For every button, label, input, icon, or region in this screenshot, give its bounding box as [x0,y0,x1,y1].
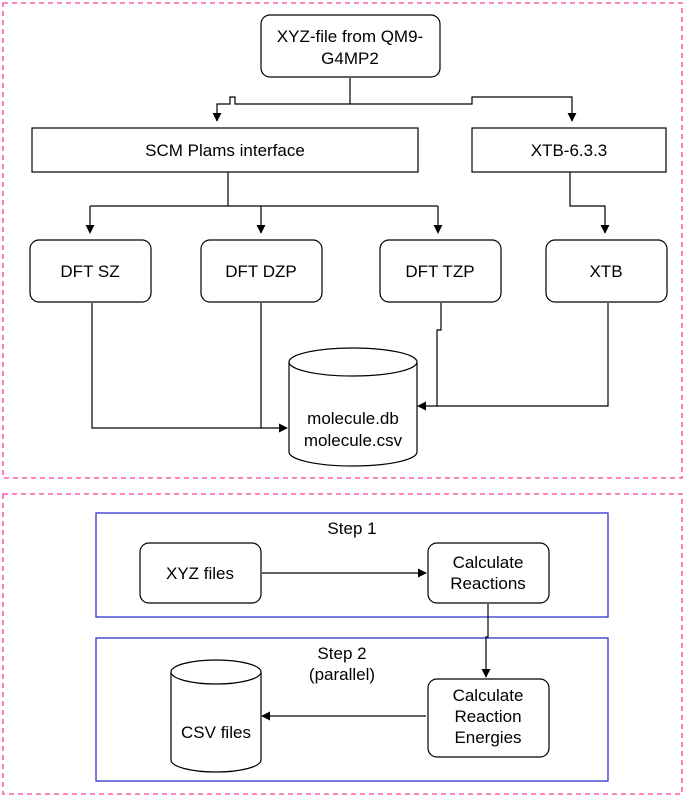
xtb-label: XTB [589,262,622,281]
calc-reactions-node: Calculate Reactions [427,542,550,604]
step2-container: Step 2 (parallel) [95,637,609,782]
bottom-connectors [261,568,491,721]
xyz-files-node: XYZ files [139,542,262,604]
calc-reactions-line1: Calculate [453,553,524,572]
xtb-node: XTB [545,239,668,303]
database-label-line2: molecule.csv [304,431,403,450]
csv-files-label: CSV files [181,723,251,742]
dft-tzp-label: DFT TZP [405,262,474,281]
step1-title: Step 1 [327,519,376,538]
scm-plams-label: SCM Plams interface [145,141,305,160]
dft-dzp-node: DFT DZP [200,239,323,303]
bottom-panel [2,493,683,795]
top-connectors [85,78,610,433]
xtb-version-node: XTB-6.3.3 [471,127,667,173]
dft-sz-node: DFT SZ [29,239,152,303]
calc-energies-line3: Energies [454,728,521,747]
top-panel [2,2,683,479]
step1-container: Step 1 [95,512,609,618]
calc-energies-node: Calculate Reaction Energies [427,678,550,758]
calc-energies-line1: Calculate [453,686,524,705]
source-label-line1: XYZ-file from QM9- [277,27,423,46]
xyz-files-label: XYZ files [166,564,234,583]
dft-tzp-node: DFT TZP [379,239,502,303]
dft-sz-label: DFT SZ [60,262,119,281]
source-label-line2: G4MP2 [321,49,379,68]
step2-title: Step 2 [317,644,366,663]
scm-plams-node: SCM Plams interface [31,127,419,173]
xtb-version-label: XTB-6.3.3 [531,141,608,160]
calc-energies-line2: Reaction [454,707,521,726]
step2-subtitle: (parallel) [309,665,375,684]
source-node: XYZ-file from QM9- G4MP2 [260,14,441,78]
dft-dzp-label: DFT DZP [225,262,296,281]
molecule-database-icon: molecule.db molecule.csv [288,347,418,467]
csv-files-database-icon: CSV files [170,659,262,773]
calc-reactions-line2: Reactions [450,574,526,593]
database-label-line1: molecule.db [307,409,399,428]
